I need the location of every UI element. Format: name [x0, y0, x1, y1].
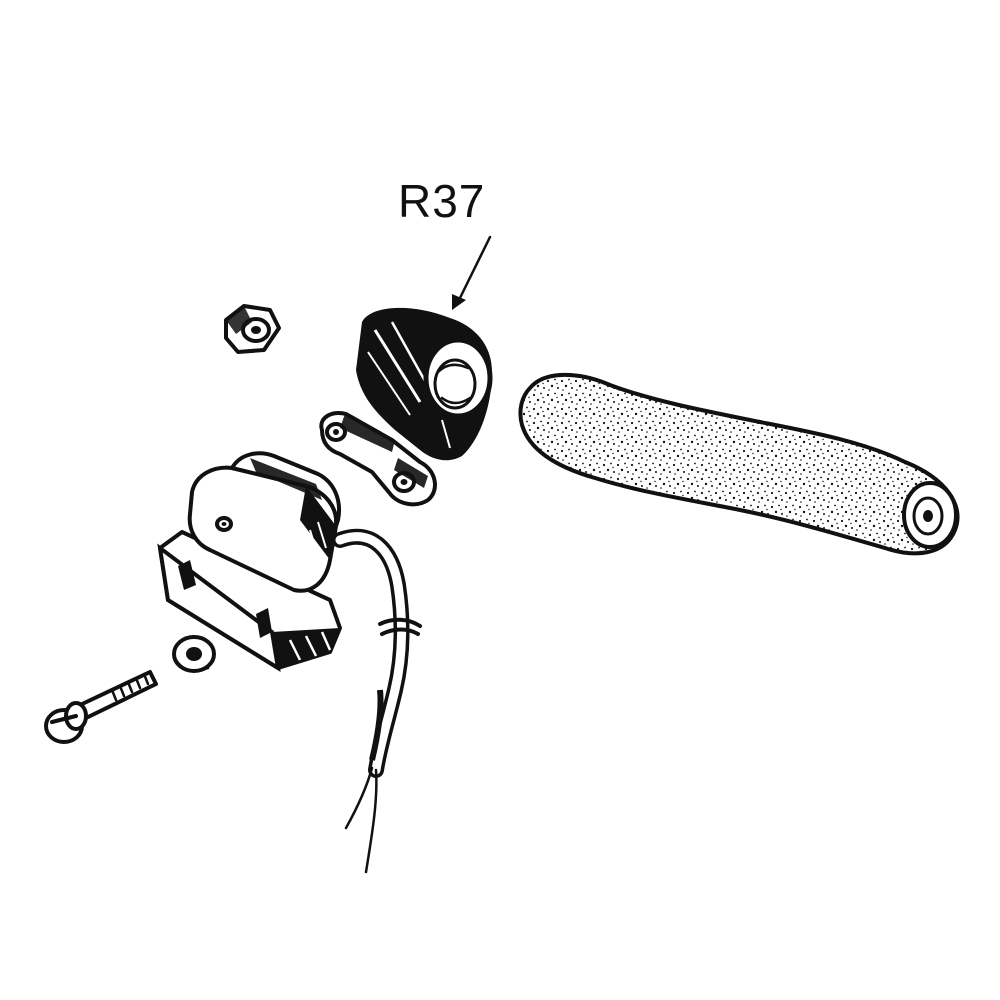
washer: [172, 635, 216, 673]
part-number-label: R37: [398, 175, 486, 227]
hex-nut: [224, 304, 281, 354]
switch-block: [157, 451, 342, 673]
handlebar-grip: [518, 372, 960, 556]
switch-cable: [332, 528, 422, 874]
label-leader-arrow: [452, 235, 492, 310]
switch-housing-r37: [319, 307, 493, 507]
mounting-screw: [44, 670, 158, 744]
